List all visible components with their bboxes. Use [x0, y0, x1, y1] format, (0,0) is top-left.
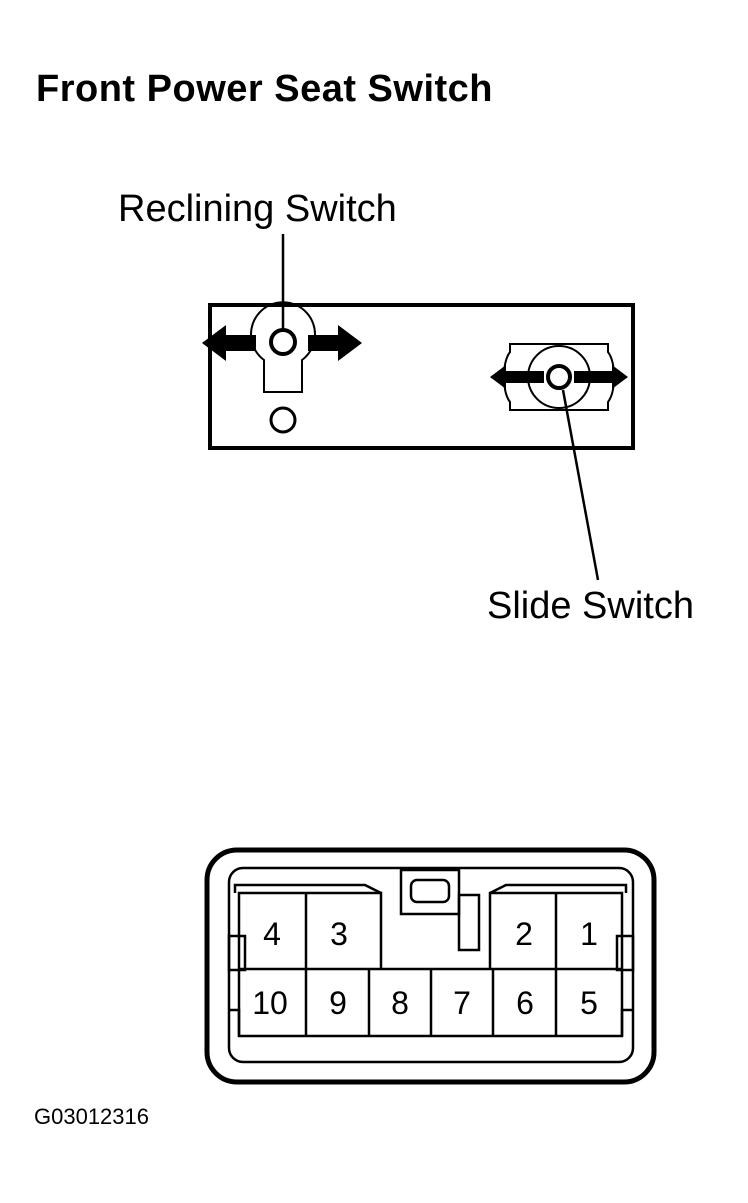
reclining-switch-label: Reclining Switch	[118, 188, 397, 230]
connector-lock-outline	[399, 868, 461, 916]
connector-outer-shell	[204, 847, 657, 1085]
pin-8: 8	[391, 985, 409, 1021]
reclining-switch	[202, 301, 362, 434]
slide-arrow-right-icon	[574, 365, 628, 389]
pin-6: 6	[516, 985, 534, 1021]
connector-top-left-shoulder	[233, 883, 382, 895]
slide-switch-knob	[546, 364, 572, 390]
pin-9: 9	[329, 985, 347, 1021]
pin-7: 7	[453, 985, 471, 1021]
slide-switch-label: Slide Switch	[487, 585, 694, 627]
connector-right-latch	[615, 934, 635, 972]
connector-left-latch	[227, 934, 247, 972]
pin-5: 5	[580, 985, 598, 1021]
connector-bottom-row	[229, 967, 633, 1038]
connector-lock-window	[409, 878, 451, 904]
reclining-arrow-right-icon	[308, 325, 362, 361]
pin-1: 1	[580, 916, 598, 952]
pin-3: 3	[330, 916, 348, 952]
pin-2: 2	[515, 916, 533, 952]
reclining-switch-knob	[269, 328, 297, 356]
connector-top-right-shoulder	[489, 883, 628, 895]
reclining-lower-hole	[269, 406, 297, 434]
pin-10: 10	[252, 985, 288, 1021]
figure-code: G03012316	[34, 1104, 149, 1129]
reclining-arrow-left-icon	[202, 325, 256, 361]
page-title: Front Power Seat Switch	[36, 68, 494, 110]
top-row-left-cells	[237, 891, 383, 969]
connector	[204, 847, 657, 1085]
switch-panel	[208, 303, 635, 450]
slide-switch	[490, 343, 628, 411]
connector-top-row	[237, 891, 624, 969]
connector-key-slot	[457, 893, 481, 952]
slide-arrow-left-icon	[490, 365, 544, 389]
slide-leader-line	[561, 389, 600, 581]
pin-4: 4	[263, 916, 281, 952]
